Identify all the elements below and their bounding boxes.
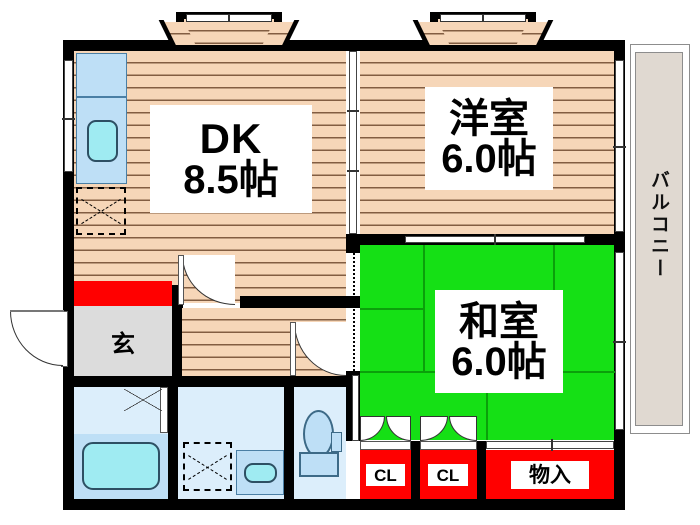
kitchen-sink-bowl [87, 120, 118, 162]
interior-wall-entrance-right [172, 285, 182, 387]
interior-wall-bath-div-1 [168, 387, 178, 499]
sliding-door-western-japanese-mullion [494, 234, 496, 245]
bay-window-western-floor [438, 19, 528, 45]
storage-closet-label: 物入 [511, 461, 589, 489]
western-room-name: 洋室 [449, 96, 529, 141]
kitchen-window[interactable] [64, 60, 73, 172]
shoe-cabinet [74, 281, 172, 306]
bay-window-dk-floor [184, 19, 274, 45]
entrance-door-threshold [10, 310, 64, 312]
kitchen-window-mullion [62, 118, 75, 120]
tatami-seam-3 [360, 371, 488, 373]
balcony-door-japanese-mullion [613, 341, 626, 343]
washing-machine-space [183, 442, 232, 491]
balcony-floor [635, 52, 683, 426]
dk-room-size: 8.5帖 [183, 158, 279, 202]
japanese-room-left-opening[interactable] [352, 375, 359, 441]
japanese-room-size: 6.0帖 [451, 339, 547, 384]
tatami-seam-2 [360, 308, 425, 310]
sliding-door-dk-western-mullion-a [347, 110, 359, 112]
interior-wall-dk-hall-right [240, 296, 360, 308]
closet-2-label: CL [428, 464, 468, 486]
interior-wall-closet-div-2 [477, 441, 486, 499]
toilet-flush-lever [331, 432, 342, 452]
western-room-label: 洋室 6.0帖 [425, 87, 553, 190]
exterior-wall-left [63, 40, 74, 510]
storage-closet-door-mullion [551, 439, 553, 451]
dk-room-label: DK 8.5帖 [150, 105, 312, 213]
bay-window-dk-mullion [228, 14, 230, 22]
sliding-door-dk-western[interactable] [349, 51, 357, 234]
dk-door-panel[interactable] [178, 255, 184, 305]
sliding-door-dk-western-mullion-b [347, 170, 359, 172]
japanese-room-name: 和室 [459, 299, 539, 344]
closet-1-label: CL [366, 464, 405, 486]
interior-wall-bath-top [63, 376, 360, 387]
bathtub [82, 442, 160, 490]
entrance-label: 玄 [111, 330, 135, 358]
exterior-wall-bottom [63, 499, 625, 510]
interior-wall-closet-div-1 [411, 441, 420, 499]
western-room-size: 6.0帖 [441, 136, 537, 181]
bay-window-western-mullion [482, 14, 484, 22]
balcony-door-western-mullion [613, 146, 626, 148]
washroom-door-panel[interactable] [290, 322, 296, 376]
exterior-wall-top [63, 40, 625, 51]
toilet-tank [299, 452, 339, 477]
tatami-seam-6 [553, 371, 615, 373]
tatami-seam-5 [486, 371, 488, 440]
entrance-door-swing-arc [10, 311, 63, 366]
partition-dotted-hall [353, 253, 355, 371]
entrance-tile [74, 306, 172, 376]
interior-wall-bath-div-2 [284, 387, 294, 499]
kitchen-counter-upper [76, 53, 127, 97]
closet-2-door-strip[interactable] [420, 441, 477, 450]
toilet-bowl [303, 410, 334, 458]
tatami-seam-4 [553, 245, 555, 305]
balcony-label: バルコニー [648, 170, 669, 280]
bathroom-door-fold-arrow [124, 389, 162, 411]
dk-room-name: DK [199, 115, 263, 162]
japanese-room-label: 和室 6.0帖 [435, 290, 563, 393]
storage-closet-sliding-door[interactable] [486, 441, 614, 449]
interior-wall-dk-western [346, 40, 360, 51]
refrigerator-space [76, 187, 126, 235]
closet-1-door-strip[interactable] [360, 441, 411, 450]
interior-wall-hall-japanese [346, 245, 360, 253]
vanity-basin [244, 463, 277, 483]
